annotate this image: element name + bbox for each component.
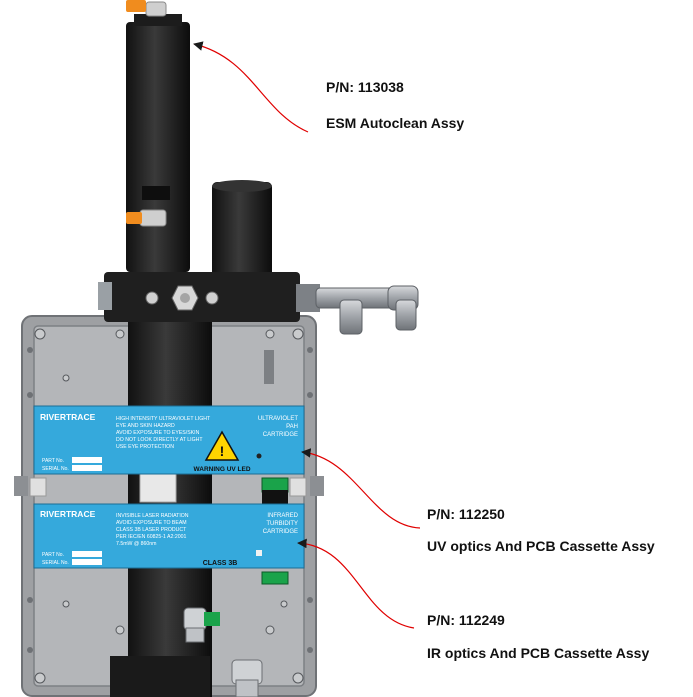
- ir-type-line: INFRARED: [267, 513, 298, 519]
- uv-warning-line: HIGH INTENSITY ULTRAVIOLET LIGHT: [116, 416, 211, 422]
- esm-part-number: P/N: 113038: [326, 79, 404, 95]
- callout-arrows: [193, 41, 421, 629]
- ir-class-label: CLASS 3B: [203, 560, 238, 567]
- uv-assembly-name: UV optics And PCB Cassette Assy: [427, 538, 655, 554]
- uv-cartridge: RIVERTRACE HIGH INTENSITY ULTRAVIOLET LI…: [33, 405, 305, 475]
- uv-type-line: CARTRIDGE: [263, 432, 298, 438]
- ir-assembly-name: IR optics And PCB Cassette Assy: [427, 645, 650, 661]
- ir-warning-line: PER IEC/EN 60825-1 A2:2001: [116, 534, 186, 540]
- uv-part-number: P/N: 112250: [427, 506, 505, 522]
- esm-assembly-name: ESM Autoclean Assy: [326, 115, 465, 131]
- ir-callout-arrow: [297, 538, 415, 629]
- ir-warning-line: INVISIBLE LASER RADIATION: [116, 513, 189, 519]
- ir-warning-line: 7.5mW @ 860nm: [116, 541, 156, 547]
- uv-type-line: PAH: [286, 424, 298, 430]
- ir-type-line: CARTRIDGE: [263, 529, 298, 535]
- secondary-cylinder: [212, 182, 272, 292]
- ir-part-label: PART No.: [42, 552, 64, 558]
- svg-text:!: !: [220, 443, 225, 459]
- cable-glands: [183, 607, 263, 697]
- uv-type-line: ULTRAVIOLET: [258, 416, 298, 422]
- ir-warning-line: CLASS 3B LASER PRODUCT: [116, 527, 187, 533]
- outlet-pipework: [296, 284, 419, 335]
- uv-callout-arrow: [301, 448, 421, 529]
- uv-serial-label: SERIAL No.: [42, 466, 69, 472]
- ir-type-line: TURBIDITY: [266, 521, 298, 527]
- ir-part-number: P/N: 112249: [427, 612, 505, 628]
- esm-autoclean-cylinder: [126, 0, 190, 272]
- uv-warning-line: EYE AND SKIN HAZARD: [116, 423, 175, 429]
- uv-part-label: PART No.: [42, 458, 64, 464]
- uv-warning-label: WARNING UV LED: [193, 466, 250, 473]
- ir-cartridge: RIVERTRACE INVISIBLE LASER RADIATION AVO…: [33, 503, 305, 569]
- ir-brand: RIVERTRACE: [40, 509, 96, 519]
- esm-callout-arrow: [193, 41, 309, 133]
- ir-serial-label: SERIAL No.: [42, 560, 69, 566]
- laser-warning-icon: [204, 430, 240, 461]
- uv-warning-line: AVOID EXPOSURE TO EYES/SKIN: [116, 430, 200, 436]
- uv-warning-line: USE EYE PROTECTION: [116, 444, 174, 450]
- uv-brand: RIVERTRACE: [40, 412, 96, 422]
- uv-warning-line: DO NOT LOOK DIRECTLY AT LIGHT: [116, 437, 203, 443]
- manifold-block: [98, 272, 300, 322]
- ir-warning-line: AVOID EXPOSURE TO BEAM: [116, 520, 187, 526]
